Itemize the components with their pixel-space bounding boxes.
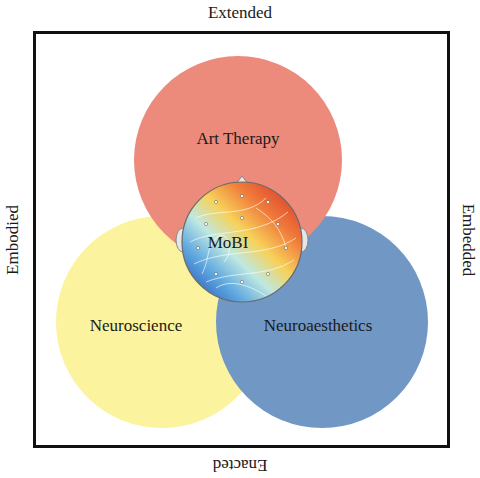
circle-shape (134, 56, 342, 264)
axis-label: Extended (208, 4, 272, 21)
node-label: Art Therapy (196, 130, 279, 149)
head-map-node: MoBI (176, 178, 308, 306)
axis-label: Embedded (460, 204, 477, 277)
axis-label: Enacted (213, 457, 268, 474)
node-label: MoBI (208, 234, 249, 253)
node-label: Neuroscience (90, 317, 183, 336)
axis-label: Embodied (4, 205, 21, 275)
node-label: Neuroaesthetics (264, 317, 373, 336)
circle-shape (216, 216, 428, 428)
